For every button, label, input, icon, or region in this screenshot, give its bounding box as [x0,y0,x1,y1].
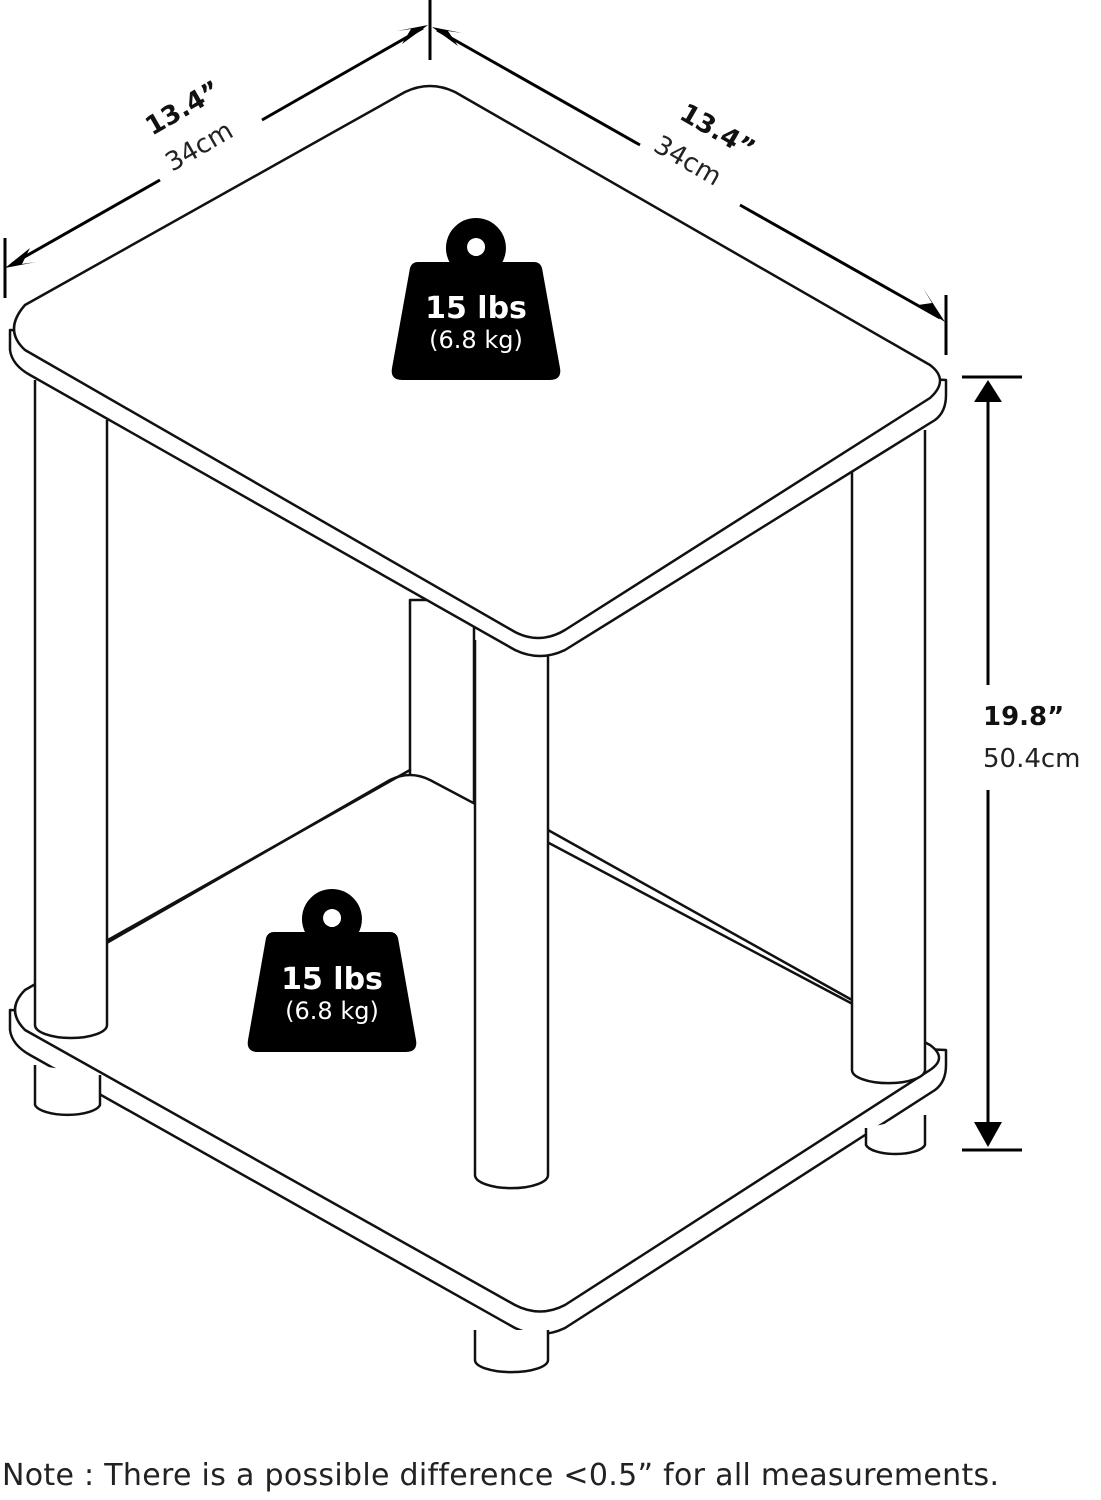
top-weight-badge: 15 lbs (6.8 kg) [391,218,561,380]
legs [33,380,927,1190]
feet [33,1065,927,1374]
top-weight-lbs: 15 lbs [425,291,527,326]
bottom-weight-kg: (6.8 kg) [285,997,379,1025]
height-cm-label: 50.4cm [983,744,1081,774]
bottom-weight-badge: 15 lbs (6.8 kg) [247,889,417,1052]
height-dimension: 19.8” 50.4cm [962,375,1081,1152]
bottom-weight-lbs: 15 lbs [281,962,383,997]
top-weight-kg: (6.8 kg) [429,326,523,354]
height-inches-label: 19.8” [983,702,1064,732]
measurement-note: Note : There is a possible difference <0… [2,1458,1000,1493]
